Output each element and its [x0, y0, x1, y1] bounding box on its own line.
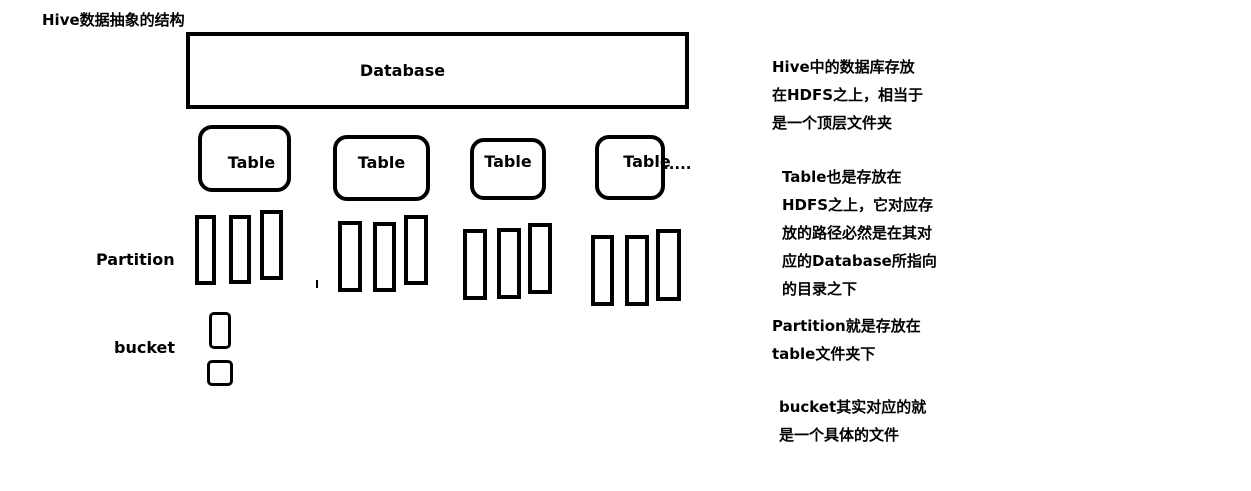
more-tables-ellipsis: ..... — [663, 155, 692, 173]
note-line: bucket其实对应的就 — [779, 398, 927, 416]
partition-box — [591, 235, 614, 306]
table-note: Table也是存放在 HDFS之上，它对应存 放的路径必然是在其对 应的Data… — [782, 163, 937, 303]
table-label: Table — [623, 152, 671, 171]
partition-box — [404, 215, 428, 285]
note-line: Table也是存放在 — [782, 168, 902, 186]
note-line: 的目录之下 — [782, 280, 858, 298]
partition-box — [260, 210, 283, 280]
database-note: Hive中的数据库存放 在HDFS之上，相当于 是一个顶层文件夹 — [772, 53, 923, 137]
partition-box — [625, 235, 649, 306]
note-line: HDFS之上，它对应存 — [782, 196, 934, 214]
partition-label: Partition — [96, 250, 175, 269]
partition-note: Partition就是存放在 table文件夹下 — [772, 312, 921, 368]
partition-box — [373, 222, 396, 292]
table-box-2: Table — [333, 135, 430, 201]
note-line: 在HDFS之上，相当于 — [772, 86, 924, 104]
divider-tick — [316, 280, 318, 288]
partition-box — [229, 215, 251, 284]
diagram-title: Hive数据抽象的结构 — [42, 11, 185, 29]
partition-box — [656, 229, 681, 301]
database-box: Database — [186, 32, 689, 109]
table-label: Table — [357, 152, 406, 172]
bucket-note: bucket其实对应的就 是一个具体的文件 — [779, 393, 926, 449]
bucket-box — [209, 312, 231, 349]
partition-box — [338, 221, 362, 292]
note-line: 应的Database所指向 — [782, 252, 937, 270]
partition-box — [463, 229, 487, 300]
note-line: table文件夹下 — [772, 345, 876, 363]
note-line: Partition就是存放在 — [772, 317, 921, 335]
note-line: 是一个顶层文件夹 — [772, 114, 893, 132]
note-line: Hive中的数据库存放 — [772, 58, 915, 76]
bucket-label: bucket — [114, 338, 176, 357]
table-label: Table — [227, 153, 276, 172]
table-label: Table — [484, 151, 532, 171]
note-line: 放的路径必然是在其对 — [782, 224, 933, 242]
partition-box — [528, 223, 552, 294]
partition-box — [195, 215, 216, 285]
bucket-box — [207, 360, 233, 386]
table-box-1: Table — [198, 125, 291, 192]
table-box-4: Table — [595, 135, 671, 200]
partition-box — [497, 228, 521, 299]
note-line: 是一个具体的文件 — [779, 426, 900, 444]
database-label: Database — [359, 61, 446, 80]
table-box-3: Table — [470, 138, 546, 200]
